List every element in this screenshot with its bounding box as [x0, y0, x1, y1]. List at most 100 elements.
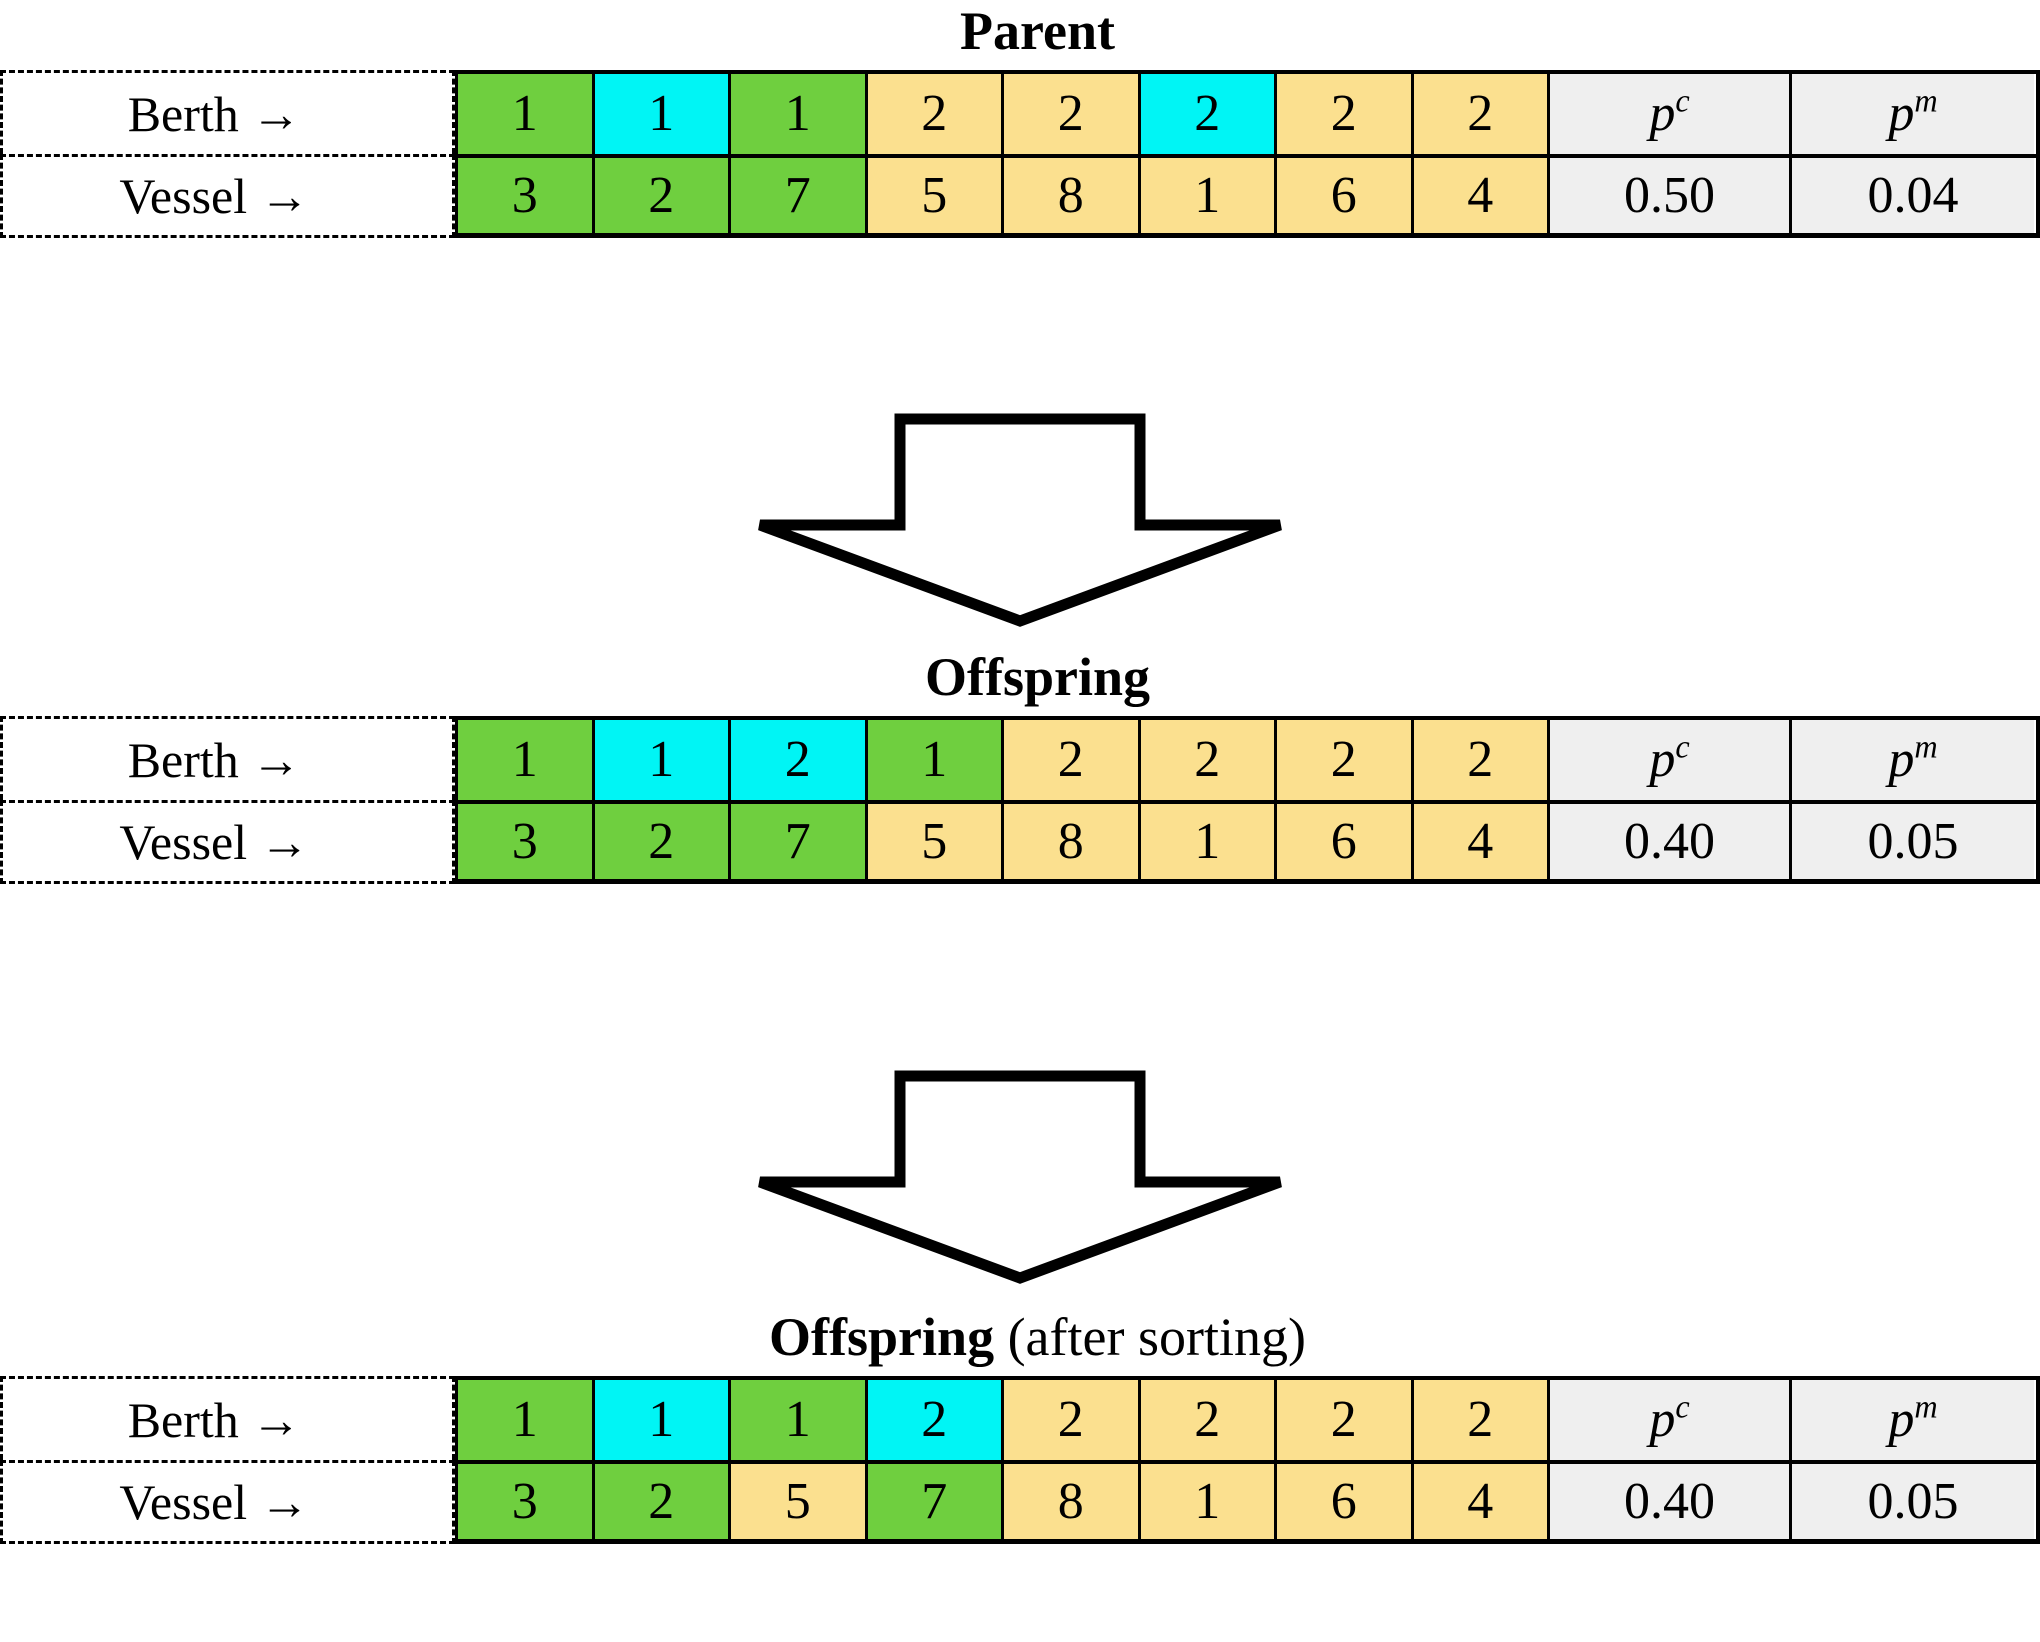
offspring-sorted-vessel-label: Vessel →: [0, 1460, 455, 1544]
offspring-sorted-vessel-cell-3[interactable]: 5: [731, 1464, 868, 1539]
offspring-sorted-vessel-cell-1[interactable]: 3: [458, 1464, 595, 1539]
down-arrow-icon: [758, 1070, 1282, 1284]
parent-pm-value[interactable]: 0.04: [1792, 158, 2034, 233]
parent-block: Parent Berth → 1 1 1 2 2 2 2 2 pc pm: [0, 4, 2040, 238]
parent-vessel-cell-4[interactable]: 5: [867, 158, 1004, 233]
offspring-sorted-pm-header: pm: [1792, 1380, 2034, 1460]
offspring-title-main: Offspring: [924, 647, 1151, 707]
parent-berth-cell-6[interactable]: 2: [1140, 74, 1277, 154]
offspring-sorted-vessel-cell-5[interactable]: 8: [1004, 1464, 1141, 1539]
offspring-vessel-cell-3[interactable]: 7: [731, 804, 868, 879]
arrow-offspring-to-sorted: [0, 1070, 2040, 1286]
offspring-sorted-berth-cells: 1 1 1 2 2 2 2 2 pc pm: [455, 1376, 2040, 1460]
offspring-berth-row: Berth → 1 1 2 1 2 2 2 2 pc pm: [0, 716, 2040, 800]
parent-berth-cell-2[interactable]: 1: [594, 74, 731, 154]
offspring-sorted-vessel-cell-6[interactable]: 1: [1140, 1464, 1277, 1539]
offspring-sorted-berth-cell-4[interactable]: 2: [867, 1380, 1004, 1460]
offspring-sorted-vessel-cells: 3 2 5 7 8 1 6 4 0.40 0.05: [455, 1460, 2040, 1544]
down-arrow-icon: [758, 413, 1282, 627]
offspring-berth-cell-6[interactable]: 2: [1140, 720, 1277, 800]
offspring-chromosome-table: Berth → 1 1 2 1 2 2 2 2 pc pm Vessel →: [0, 716, 2040, 884]
offspring-berth-cell-7[interactable]: 2: [1277, 720, 1414, 800]
offspring-vessel-cell-1[interactable]: 3: [458, 804, 595, 879]
parent-title-main: Parent: [960, 1, 1115, 61]
offspring-vessel-cell-8[interactable]: 4: [1413, 804, 1550, 879]
offspring-sorted-block: Offspring (after sorting) Berth → 1 1 1 …: [0, 1310, 2040, 1544]
parent-vessel-cell-3[interactable]: 7: [731, 158, 868, 233]
parent-berth-cells: 1 1 1 2 2 2 2 2 pc pm: [455, 70, 2040, 154]
pm-symbol: p: [1888, 1391, 1915, 1448]
offspring-sorted-title: Offspring (after sorting): [0, 1310, 2040, 1364]
offspring-berth-cell-4[interactable]: 1: [867, 720, 1004, 800]
offspring-vessel-label: Vessel →: [0, 800, 455, 884]
offspring-vessel-cell-2[interactable]: 2: [594, 804, 731, 879]
parent-vessel-cell-8[interactable]: 4: [1413, 158, 1550, 233]
offspring-sorted-vessel-cell-4[interactable]: 7: [867, 1464, 1004, 1539]
offspring-sorted-berth-cell-1[interactable]: 1: [458, 1380, 595, 1460]
pm-superscript: m: [1914, 1388, 1938, 1425]
offspring-berth-cell-2[interactable]: 1: [594, 720, 731, 800]
offspring-sorted-pc-header: pc: [1550, 1380, 1792, 1460]
offspring-vessel-cell-5[interactable]: 8: [1004, 804, 1141, 879]
offspring-sorted-berth-row: Berth → 1 1 1 2 2 2 2 2 pc pm: [0, 1376, 2040, 1460]
offspring-berth-cell-8[interactable]: 2: [1413, 720, 1550, 800]
offspring-sorted-berth-cell-8[interactable]: 2: [1413, 1380, 1550, 1460]
pm-symbol: p: [1888, 731, 1915, 788]
offspring-pc-value[interactable]: 0.40: [1550, 804, 1792, 879]
offspring-vessel-cell-6[interactable]: 1: [1140, 804, 1277, 879]
offspring-sorted-berth-cell-2[interactable]: 1: [594, 1380, 731, 1460]
offspring-vessel-cell-7[interactable]: 6: [1277, 804, 1414, 879]
parent-vessel-cell-5[interactable]: 8: [1004, 158, 1141, 233]
offspring-sorted-berth-cell-6[interactable]: 2: [1140, 1380, 1277, 1460]
offspring-berth-cells: 1 1 2 1 2 2 2 2 pc pm: [455, 716, 2040, 800]
offspring-pm-value[interactable]: 0.05: [1792, 804, 2034, 879]
parent-vessel-cell-1[interactable]: 3: [458, 158, 595, 233]
offspring-sorted-berth-cell-5[interactable]: 2: [1004, 1380, 1141, 1460]
offspring-vessel-cells: 3 2 7 5 8 1 6 4 0.40 0.05: [455, 800, 2040, 884]
offspring-berth-cell-1[interactable]: 1: [458, 720, 595, 800]
offspring-berth-label: Berth →: [0, 716, 455, 800]
parent-berth-row: Berth → 1 1 1 2 2 2 2 2 pc pm: [0, 70, 2040, 154]
pm-symbol: p: [1888, 85, 1915, 142]
parent-berth-cell-7[interactable]: 2: [1277, 74, 1414, 154]
offspring-vessel-cell-4[interactable]: 5: [867, 804, 1004, 879]
parent-berth-cell-3[interactable]: 1: [731, 74, 868, 154]
pc-symbol: p: [1649, 731, 1676, 788]
parent-vessel-label: Vessel →: [0, 154, 455, 238]
parent-berth-cell-8[interactable]: 2: [1413, 74, 1550, 154]
pc-superscript: c: [1675, 728, 1690, 765]
offspring-sorted-berth-label: Berth →: [0, 1376, 455, 1460]
offspring-berth-cell-3[interactable]: 2: [731, 720, 868, 800]
offspring-sorted-chromosome-table: Berth → 1 1 1 2 2 2 2 2 pc pm Vessel →: [0, 1376, 2040, 1544]
pm-superscript: m: [1914, 82, 1938, 119]
pc-superscript: c: [1675, 1388, 1690, 1425]
parent-vessel-cell-7[interactable]: 6: [1277, 158, 1414, 233]
offspring-sorted-title-suffix: (after sorting): [994, 1307, 1306, 1367]
parent-title: Parent: [0, 4, 2040, 58]
parent-pc-header: pc: [1550, 74, 1792, 154]
parent-chromosome-table: Berth → 1 1 1 2 2 2 2 2 pc pm Vessel →: [0, 70, 2040, 238]
pm-superscript: m: [1914, 728, 1938, 765]
parent-vessel-cells: 3 2 7 5 8 1 6 4 0.50 0.04: [455, 154, 2040, 238]
offspring-sorted-title-main: Offspring: [769, 1307, 995, 1367]
offspring-sorted-pm-value[interactable]: 0.05: [1792, 1464, 2034, 1539]
offspring-sorted-berth-cell-3[interactable]: 1: [731, 1380, 868, 1460]
parent-berth-cell-5[interactable]: 2: [1004, 74, 1141, 154]
offspring-block: Offspring Berth → 1 1 2 1 2 2 2 2 pc pm: [0, 650, 2040, 884]
offspring-sorted-vessel-row: Vessel → 3 2 5 7 8 1 6 4 0.40 0.05: [0, 1460, 2040, 1544]
offspring-sorted-vessel-cell-7[interactable]: 6: [1277, 1464, 1414, 1539]
parent-vessel-cell-2[interactable]: 2: [594, 158, 731, 233]
parent-vessel-row: Vessel → 3 2 7 5 8 1 6 4 0.50 0.04: [0, 154, 2040, 238]
pc-symbol: p: [1649, 85, 1676, 142]
offspring-sorted-vessel-cell-8[interactable]: 4: [1413, 1464, 1550, 1539]
parent-vessel-cell-6[interactable]: 1: [1140, 158, 1277, 233]
offspring-sorted-vessel-cell-2[interactable]: 2: [594, 1464, 731, 1539]
parent-pc-value[interactable]: 0.50: [1550, 158, 1792, 233]
parent-berth-label: Berth →: [0, 70, 455, 154]
parent-berth-cell-1[interactable]: 1: [458, 74, 595, 154]
parent-pm-header: pm: [1792, 74, 2034, 154]
offspring-berth-cell-5[interactable]: 2: [1004, 720, 1141, 800]
offspring-sorted-pc-value[interactable]: 0.40: [1550, 1464, 1792, 1539]
offspring-sorted-berth-cell-7[interactable]: 2: [1277, 1380, 1414, 1460]
parent-berth-cell-4[interactable]: 2: [867, 74, 1004, 154]
